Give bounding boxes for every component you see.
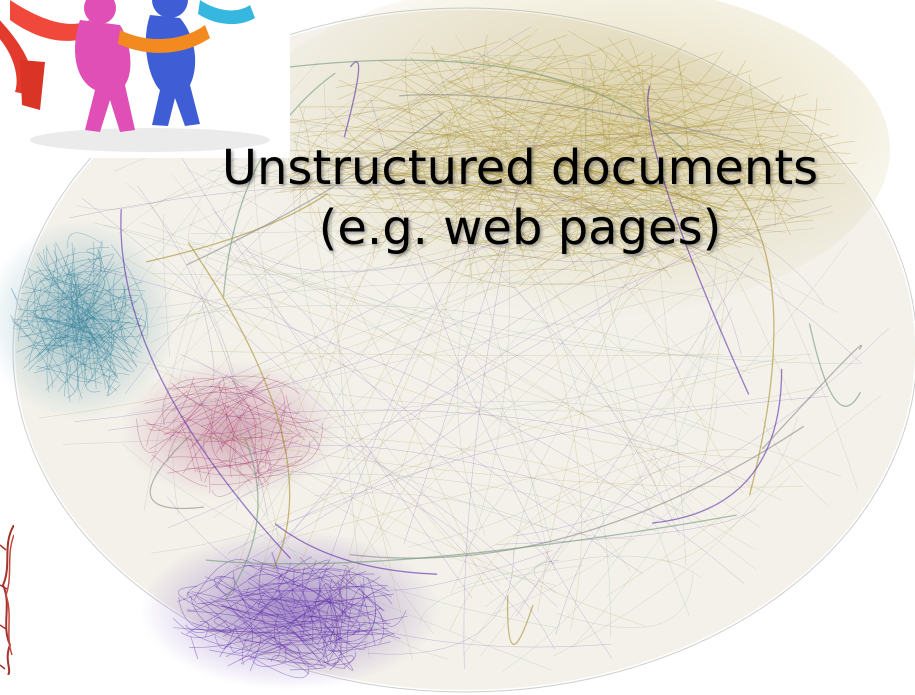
slide-title-line-1: Unstructured documents — [221, 140, 819, 196]
people-clipart — [0, 0, 290, 158]
slide-title: Unstructured documents (e.g. web pages) — [150, 138, 890, 258]
slide-title-line-2: (e.g. web pages) — [318, 200, 722, 256]
red-seal-image — [0, 525, 14, 675]
